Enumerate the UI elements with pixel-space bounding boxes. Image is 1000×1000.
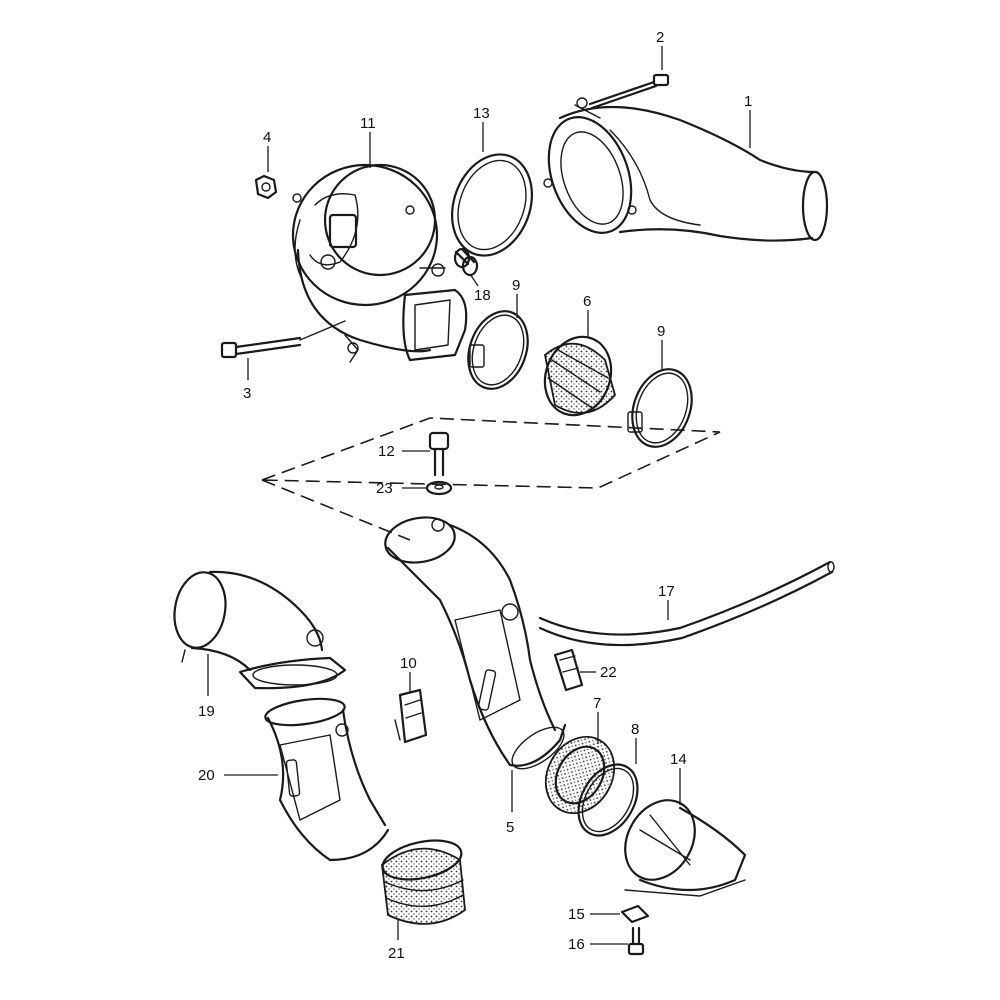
leader-lines bbox=[207, 46, 751, 945]
callout-17: 17 bbox=[658, 583, 675, 600]
part-14-funnel bbox=[624, 799, 747, 897]
callout-10: 10 bbox=[400, 655, 417, 672]
part-12-screw bbox=[428, 431, 450, 477]
callout-8: 8 bbox=[631, 721, 639, 738]
callout-7: 7 bbox=[593, 695, 601, 712]
part-1-air-duct bbox=[543, 97, 829, 242]
part-6-coupling bbox=[543, 335, 617, 417]
callout-9b: 9 bbox=[657, 323, 665, 340]
part-19-duct bbox=[173, 570, 347, 690]
part-2-bolt bbox=[588, 73, 670, 110]
part-22-clip bbox=[553, 648, 584, 692]
part-11-blower-housing bbox=[291, 163, 468, 363]
callout-5: 5 bbox=[506, 819, 514, 836]
callout-14: 14 bbox=[670, 751, 687, 768]
callout-20: 20 bbox=[198, 767, 215, 784]
callout-4: 4 bbox=[263, 129, 271, 146]
part-4-nut bbox=[254, 174, 278, 200]
callout-15: 15 bbox=[568, 906, 585, 923]
part-15-clip-nut bbox=[620, 904, 650, 924]
part-23-washer bbox=[425, 480, 453, 496]
callout-3: 3 bbox=[243, 385, 251, 402]
part-10-connector bbox=[394, 688, 428, 744]
callout-labels: 1 2 3 4 5 6 7 8 9 9 10 11 12 13 14 15 16… bbox=[198, 29, 752, 962]
part-9-clamp-upper bbox=[467, 310, 529, 390]
callout-18: 18 bbox=[474, 287, 491, 304]
callout-12: 12 bbox=[378, 443, 395, 460]
part-9-clamp-right bbox=[627, 368, 693, 448]
callout-11: 11 bbox=[360, 115, 376, 132]
callout-23: 23 bbox=[376, 480, 393, 497]
callout-1: 1 bbox=[744, 93, 752, 110]
part-8-clamp bbox=[577, 763, 639, 837]
part-3-bolt bbox=[220, 320, 346, 359]
part-17-hose bbox=[538, 560, 835, 647]
part-16-screw bbox=[627, 926, 645, 956]
part-21-coupling bbox=[381, 839, 466, 925]
callout-22: 22 bbox=[600, 664, 617, 681]
callout-16: 16 bbox=[568, 936, 585, 953]
callout-19: 19 bbox=[198, 703, 215, 720]
part-20-duct bbox=[264, 697, 390, 862]
callout-13: 13 bbox=[473, 105, 490, 122]
assembly-outline bbox=[261, 417, 721, 541]
part-7-coupling bbox=[544, 735, 616, 815]
callout-2: 2 bbox=[656, 29, 664, 46]
callout-6: 6 bbox=[583, 293, 591, 310]
part-5-duct bbox=[384, 516, 567, 770]
callout-9a: 9 bbox=[512, 277, 520, 294]
part-13-gasket bbox=[451, 153, 533, 257]
callout-21: 21 bbox=[388, 945, 405, 962]
